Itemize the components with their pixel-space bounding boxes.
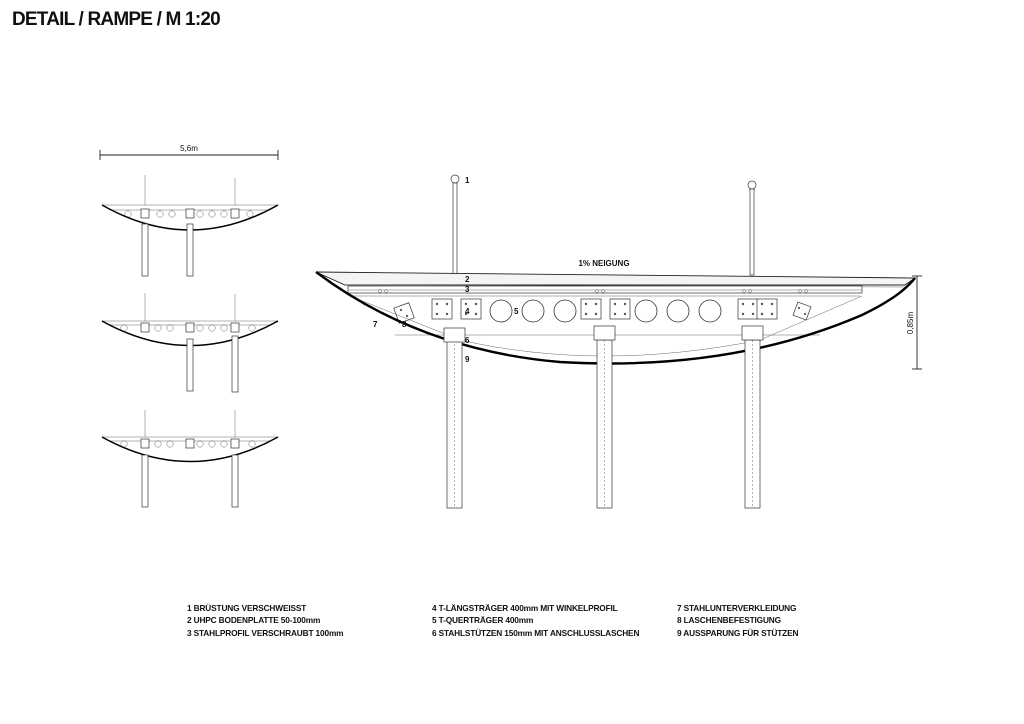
legend-item: 5 T-QUERTRÄGER 400mm — [432, 615, 534, 626]
legend-column-1: 1 BRÜSTUNG VERSCHWEISST 2 UHPC BODENPLAT… — [187, 602, 344, 639]
legend-column-2: 4 T-LÄNGSTRÄGER 400mm MIT WINKELPROFIL 5… — [432, 602, 639, 639]
callout-8: 8 — [402, 320, 407, 329]
deck-slab — [315, 271, 917, 286]
small-section-3 — [101, 410, 279, 508]
legend-item: 1 BRÜSTUNG VERSCHWEISST — [187, 603, 307, 613]
width-dimension: 5,6m — [99, 144, 279, 160]
callout-6: 6 — [465, 336, 470, 345]
bolt-plates — [431, 298, 778, 320]
column-middle — [593, 325, 616, 509]
flange-bolts — [378, 289, 808, 293]
legend-item: 4 T-LÄNGSTRÄGER 400mm MIT WINKELPROFIL — [432, 603, 618, 613]
cross-girder-openings — [489, 299, 722, 323]
legend-item: 7 STAHLUNTERVERKLEIDUNG — [677, 603, 797, 613]
legend-item: 2 UHPC BODENPLATTE 50-100mm — [187, 615, 321, 626]
legend-item: 3 STAHLPROFIL VERSCHRAUBT 100mm — [187, 627, 344, 638]
legend-column-3: 7 STAHLUNTERVERKLEIDUNG 8 LASCHENBEFESTI… — [677, 602, 798, 639]
steel-profile — [347, 285, 863, 294]
column-left — [443, 327, 466, 509]
callout-2: 2 — [465, 275, 470, 284]
legend-item: 8 LASCHENBEFESTIGUNG — [677, 615, 781, 626]
slope-label: 1% NEIGUNG — [578, 259, 629, 268]
railing-left — [450, 174, 460, 276]
callouts: 1 2 3 4 5 6 7 8 9 — [373, 176, 519, 364]
callout-5: 5 — [514, 307, 519, 316]
callout-7: 7 — [373, 320, 378, 329]
legend-item: 6 STAHLSTÜTZEN 150mm MIT ANSCHLUSSLASCHE… — [432, 627, 640, 638]
steel-cladding — [315, 271, 916, 365]
small-section-1 — [101, 175, 279, 277]
main-section: 1% NEIGUNG 0,85m 1 2 3 4 5 6 7 8 9 — [315, 174, 922, 509]
height-dimension-label: 0,85m — [906, 312, 915, 335]
railing-right — [747, 180, 757, 276]
callout-1: 1 — [465, 176, 470, 185]
page-title: DETAIL / RAMPE / M 1:20 — [12, 9, 221, 30]
callout-3: 3 — [465, 285, 470, 294]
small-section-2 — [101, 293, 279, 393]
callout-9: 9 — [465, 355, 470, 364]
height-dimension: 0,85m — [906, 275, 922, 370]
callout-4: 4 — [465, 307, 470, 316]
width-dimension-label: 5,6m — [180, 144, 198, 153]
legend-item: 9 AUSSPARUNG FÜR STÜTZEN — [677, 627, 799, 638]
column-right — [741, 325, 764, 509]
lashing-plates — [393, 301, 812, 324]
